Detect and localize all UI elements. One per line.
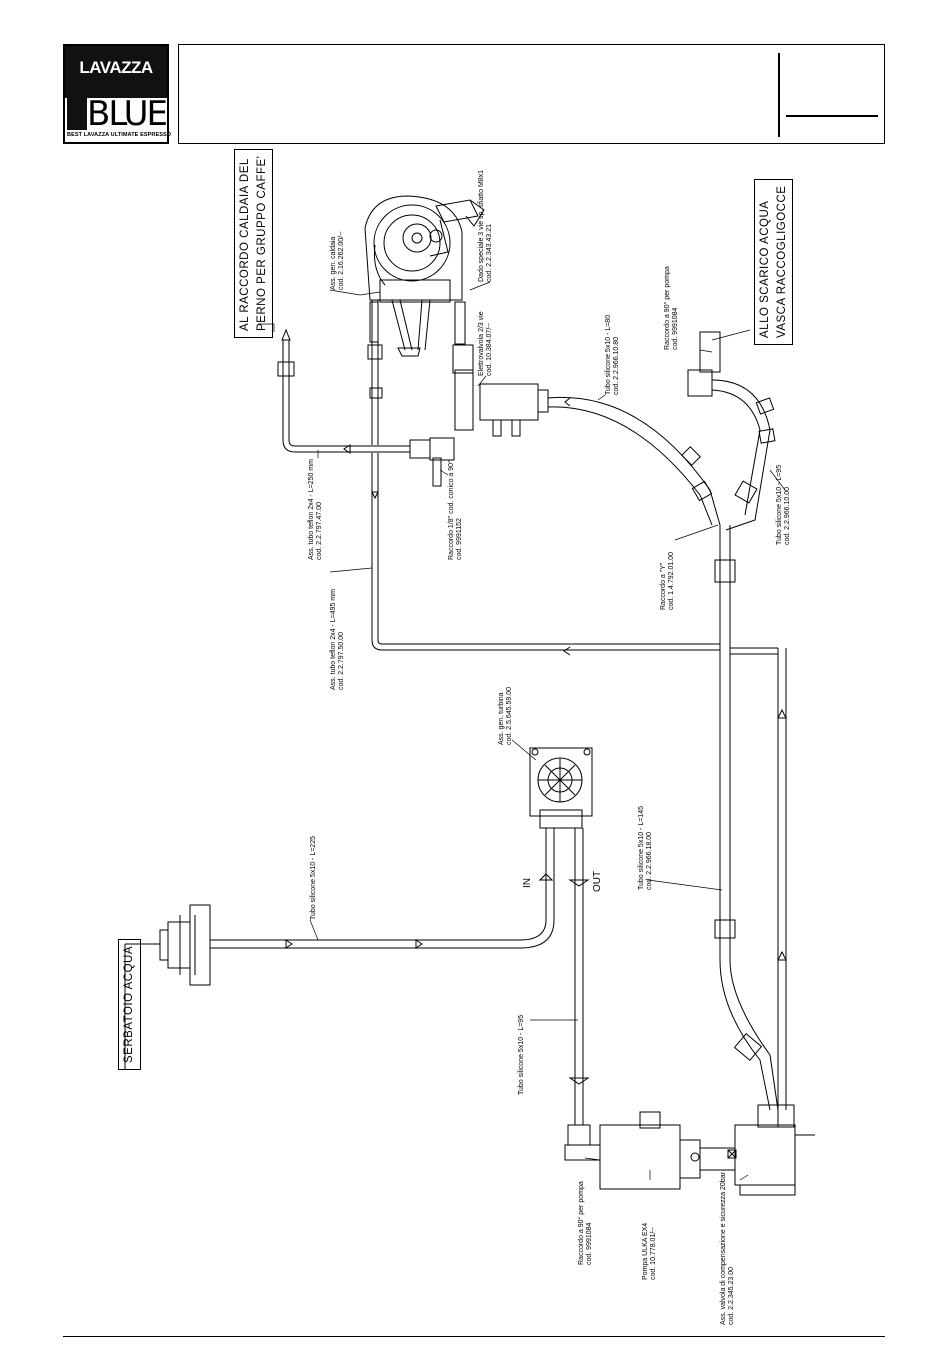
flowmeter-callout: Ass. gen. turbina cod. 2.5.645.59.00 (498, 687, 514, 745)
silicone-tube-y-name: Tubo silicone 5x10 - L=95 (776, 464, 783, 545)
footer-rule (63, 1336, 885, 1337)
logo-black-band (65, 46, 167, 98)
silicone-tube-y-code: cod. 2.2.966.10.00 (784, 487, 792, 545)
teflon-tube-2-name: Ass. tubo teflon 2x4 - L=495 mm (330, 589, 337, 690)
pump-callout: Pompa ULKA EX4 cod. 10.778.01/-- (642, 1223, 658, 1280)
lavazza-blue-logo: LAVAZZA BLUE BEST LAVAZZA ULTIMATE ESPRE… (63, 44, 172, 144)
silicone-tube-to-y (547, 396, 721, 526)
teflon-line-to-boiler (277, 300, 455, 461)
solenoid-valve-code: cod. 10.384.07/-- (486, 323, 494, 376)
drain-elbow-code: cod. 9991084 (672, 307, 680, 350)
silicone-tube-145-callout: Tubo silicone 5x10 - L=145 cod. 2.2.966.… (638, 806, 654, 890)
title-block (178, 44, 885, 144)
double-nozzle-name: Dado speciale 3 vie sp. sfiatto M8x1 (478, 169, 485, 282)
boiler-label-line-2: PERNO PER GRUPPO CAFFE' (255, 155, 268, 331)
drain-elbow-name: Raccordo a 90° per pompa (664, 266, 671, 350)
y-fitting-callout: Raccordo a "Y" cod. 1.4.792.01.00 (660, 552, 676, 610)
relief-valve-name: Ass. valvola di compensazione e sicurezz… (720, 1172, 727, 1325)
boiler-connection-label: AL RACCORDO CALDAIA DEL PERNO PER GRUPPO… (234, 148, 274, 338)
drain-tray-label: ALLO SCARICO ACQUA VASCA RACCOGLIGOCCE (754, 178, 794, 345)
teflon-tube-1-name: Ass. tubo teflon 2x4 - L=250 mm (308, 459, 315, 560)
silicone-tube-out-name: Tubo silicone 5x10 - L=95 (518, 1014, 525, 1095)
solenoid-valve-drawing (432, 344, 549, 487)
flowmeter-in-out-lines (210, 828, 601, 1161)
double-nozzle-callout: Dado speciale 3 vie sp. sfiatto M8x1 cod… (478, 170, 494, 282)
silicone-tube-top-code: cod. 2.2.966.10.80 (613, 337, 621, 395)
flow-in-label: IN (522, 878, 533, 888)
boiler-label-line-1: AL RACCORDO CALDAIA DEL (239, 158, 251, 331)
teflon-tube-2-callout: Ass. tubo teflon 2x4 - L=495 mm cod. 2.2… (330, 589, 346, 690)
pump-code: cod. 10.778.01/-- (650, 1227, 658, 1280)
logo-brand-lavazza: LAVAZZA (79, 58, 153, 77)
fitting-elbow-cone-callout: Raccordo 1/8" cod. conico a 90° cod. 999… (448, 460, 464, 560)
teflon-long-loop (371, 453, 720, 656)
coffee-group-name: Ass. gen. caldaia (330, 236, 337, 290)
leader-lines (258, 281, 786, 1181)
flowmeter-name: Ass. gen. turbina (498, 692, 505, 745)
flowmeter-drawing (529, 747, 593, 829)
relief-valve-code: cod. 2.2.345.23.00 (728, 1267, 736, 1325)
solenoid-valve-name: Elettrovalvola 2/3 vie (478, 311, 485, 376)
coffee-group-drawing (364, 195, 485, 357)
drain-label-line-2: VASCA RACCOGLIGOCCE (775, 185, 788, 338)
relief-valve-callout: Ass. valvola di compensazione e sicurezz… (720, 1172, 736, 1325)
solenoid-valve-callout: Elettrovalvola 2/3 vie cod. 10.384.07/-- (478, 311, 494, 376)
logo-left-block (67, 98, 87, 130)
pump-elbow-name: Raccordo a 90° per pompa (578, 1181, 585, 1265)
title-block-divider (778, 53, 780, 137)
silicone-tube-top-name: Tubo silicone 5x10 - L=80 (605, 314, 612, 395)
flow-out-label: OUT (592, 870, 603, 892)
relief-valve-drawing (727, 1104, 815, 1196)
teflon-tube-1-callout: Ass. tubo teflon 2x4 - L=250 mm cod. 2.2… (308, 459, 324, 560)
silicone-tube-145-code: cod. 2.2.966.18.00 (646, 832, 654, 890)
y-fitting-name: Raccordo a "Y" (660, 562, 667, 610)
silicone-tube-145-name: Tubo silicone 5x10 - L=145 (638, 806, 645, 890)
flowmeter-code: cod. 2.5.645.59.00 (506, 687, 514, 745)
pump-drawing (599, 1111, 735, 1190)
coffee-group-code: cod. 2.16.262.00/-- (338, 231, 346, 290)
fitting-elbow-cone-name: Raccordo 1/8" cod. conico a 90° (448, 460, 455, 560)
silicone-tube-225-name: Tubo silicone 5x10 - L=225 (310, 836, 317, 920)
fitting-elbow-cone-code: cod. 9991152 (456, 518, 464, 560)
water-tank-connector-drawing (124, 904, 211, 1070)
pump-elbow-code: cod. 9991084 (586, 1222, 594, 1265)
silicone-tube-225-callout: Tubo silicone 5x10 - L=225 (310, 836, 318, 920)
main-drain-trunk (714, 525, 787, 1111)
pump-name: Pompa ULKA EX4 (642, 1222, 649, 1280)
double-nozzle-code: cod. 2.2.343.43.21 (486, 224, 494, 282)
title-block-revision-line (786, 115, 878, 117)
logo-tagline: BEST LAVAZZA ULTIMATE ESPRESSO (67, 132, 172, 138)
drain-branch (687, 331, 776, 531)
silicone-tube-out-callout: Tubo silicone 5x10 - L=95 (518, 1015, 526, 1095)
drain-elbow-callout: Raccordo a 90° per pompa cod. 9991084 (664, 266, 680, 350)
pump-elbow-callout: Raccordo a 90° per pompa cod. 9991084 (578, 1181, 594, 1265)
y-fitting-code: cod. 1.4.792.01.00 (668, 552, 676, 610)
silicone-tube-top-callout: Tubo silicone 5x10 - L=80 cod. 2.2.966.1… (605, 315, 621, 395)
teflon-tube-2-code: cod. 2.2.797.50.00 (338, 632, 346, 690)
drain-label-line-1: ALLO SCARICO ACQUA (759, 200, 771, 338)
logo-brand-blue: BLUE (87, 94, 168, 134)
silicone-tube-y-callout: Tubo silicone 5x10 - L=95 cod. 2.2.966.1… (776, 465, 792, 545)
water-tank-label: SERBATOIO ACQUA (118, 939, 141, 1070)
teflon-tube-1-code: cod. 2.2.797.47.00 (316, 502, 324, 560)
water-tank-label-text: SERBATOIO ACQUA (123, 946, 135, 1063)
coffee-group-callout: Ass. gen. caldaia cod. 2.16.262.00/-- (330, 231, 346, 290)
